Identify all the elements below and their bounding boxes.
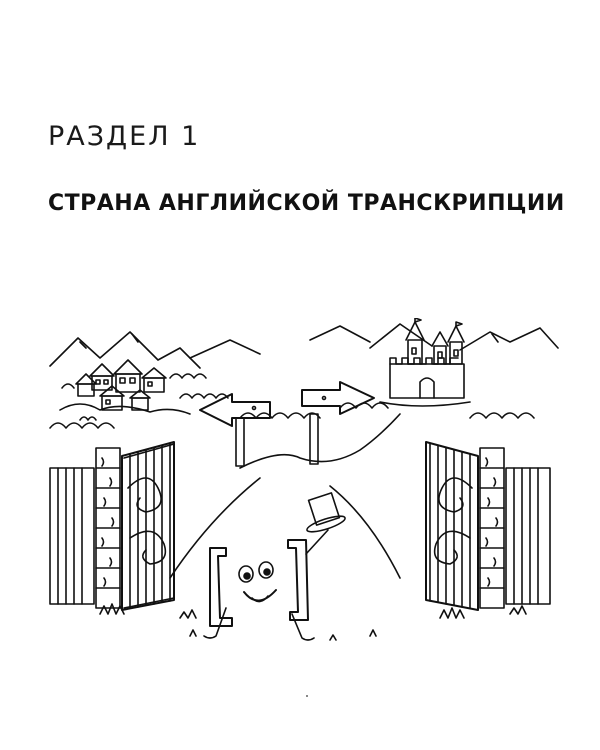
section-label: РАЗДЕЛ 1 (48, 121, 201, 152)
bracket-character (203, 492, 346, 641)
signpost (199, 381, 375, 467)
village-houses (59, 359, 191, 415)
castle (379, 318, 471, 407)
chapter-title: СТРАНА АНГЛИЙСКОЙ ТРАНСКРИПЦИИ (48, 191, 565, 216)
road (169, 413, 401, 579)
page-mark (306, 695, 308, 697)
grass (99, 603, 527, 641)
left-gate (49, 441, 175, 611)
mountains (49, 323, 559, 369)
chapter-illustration (49, 318, 559, 641)
right-gate (425, 441, 551, 611)
